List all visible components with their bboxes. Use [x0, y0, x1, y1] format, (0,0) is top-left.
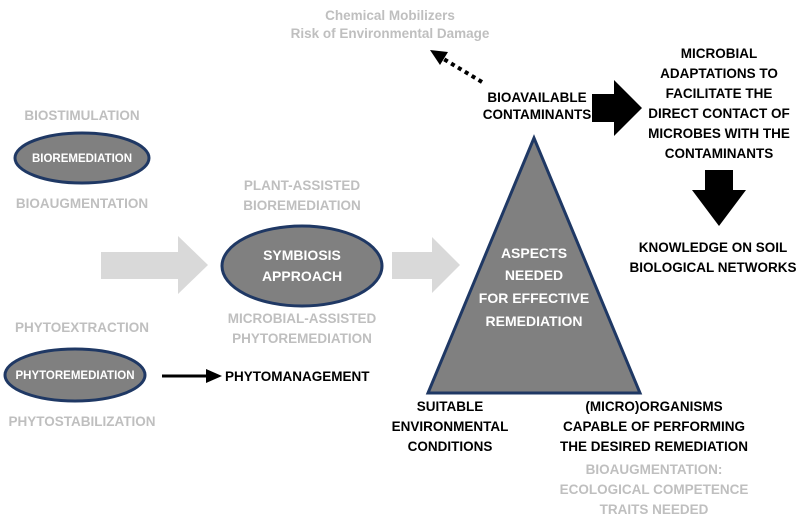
risk-environmental-damage-label: Risk of Environmental Damage	[291, 26, 490, 41]
approach-label: APPROACH	[262, 268, 342, 284]
phytostabilization-label: PHYTOSTABILIZATION	[9, 414, 156, 429]
conditions-label: CONDITIONS	[408, 439, 493, 454]
bioremediation-ellipse	[13, 131, 151, 185]
svg-text:MICROBIAL: MICROBIAL	[681, 46, 758, 61]
knowledge-soil-label: KNOWLEDGE ON SOIL	[639, 240, 788, 255]
biostimulation-label: BIOSTIMULATION	[24, 108, 139, 123]
organisms-label: (MICRO)ORGANISMS	[585, 399, 722, 414]
svg-text:CONTAMINANTS: CONTAMINANTS	[665, 146, 774, 161]
thin-arrow-head	[206, 369, 222, 383]
symbiosis-ellipse	[220, 224, 384, 308]
capable-label: CAPABLE OF PERFORMING	[563, 419, 745, 434]
dotted-arrow-shaft	[440, 56, 484, 84]
microbial-assisted-label: MICROBIAL-ASSISTED	[228, 311, 377, 326]
symbiosis-label: SYMBIOSIS	[263, 247, 341, 263]
bioaugmentation-label: BIOAUGMENTATION	[16, 196, 148, 211]
svg-text:ADAPTATIONS TO: ADAPTATIONS TO	[660, 66, 778, 81]
bioaugmentation-colon-label: BIOAUGMENTATION:	[586, 462, 723, 477]
phytomanagement-label: PHYTOMANAGEMENT	[225, 369, 370, 384]
contaminants-label: CONTAMINANTS	[483, 107, 592, 122]
bioremediation-sub-label: BIOREMEDIATION	[243, 198, 361, 213]
right-arrow-black	[592, 80, 642, 136]
svg-text:FACILITATE THE: FACILITATE THE	[666, 86, 773, 101]
light-arrow-left	[101, 236, 208, 294]
aspects-triangle	[425, 134, 643, 395]
traits-needed-label: TRAITS NEEDED	[600, 502, 709, 517]
triangle-line-remediation: REMEDIATION	[486, 313, 583, 329]
triangle-line-aspects: ASPECTS	[501, 245, 567, 261]
svg-text:MICROBES WITH THE: MICROBES WITH THE	[648, 126, 790, 141]
bioavailable-label: BIOAVAILABLE	[487, 90, 586, 105]
triangle-line-effective: FOR EFFECTIVE	[479, 290, 589, 306]
biological-networks-label: BIOLOGICAL NETWORKS	[630, 260, 797, 275]
triangle-line-needed: NEEDED	[505, 267, 563, 283]
desired-remediation-label: THE DESIRED REMEDIATION	[560, 439, 748, 454]
down-arrow-black	[692, 170, 746, 226]
dotted-arrow-head	[430, 50, 448, 65]
ecological-competence-label: ECOLOGICAL COMPETENCE	[560, 482, 749, 497]
phytoremediation-sub-label: PHYTOREMEDIATION	[232, 331, 372, 346]
environmental-label: ENVIRONMENTAL	[392, 419, 509, 434]
phytoremediation-ellipse	[3, 347, 147, 403]
light-arrow-right	[392, 237, 460, 293]
plant-assisted-label: PLANT-ASSISTED	[244, 178, 361, 193]
phytoremediation-label: PHYTOREMEDIATION	[15, 370, 134, 382]
microbial-adaptations-text: MICROBIAL ADAPTATIONS TO FACILITATE THE …	[648, 46, 790, 161]
svg-text:DIRECT CONTACT OF: DIRECT CONTACT OF	[648, 106, 790, 121]
suitable-label: SUITABLE	[417, 399, 484, 414]
bioremediation-label: BIOREMEDIATION	[32, 153, 132, 165]
chemical-mobilizers-label: Chemical Mobilizers	[325, 8, 455, 23]
phytoextraction-label: PHYTOEXTRACTION	[15, 320, 149, 335]
